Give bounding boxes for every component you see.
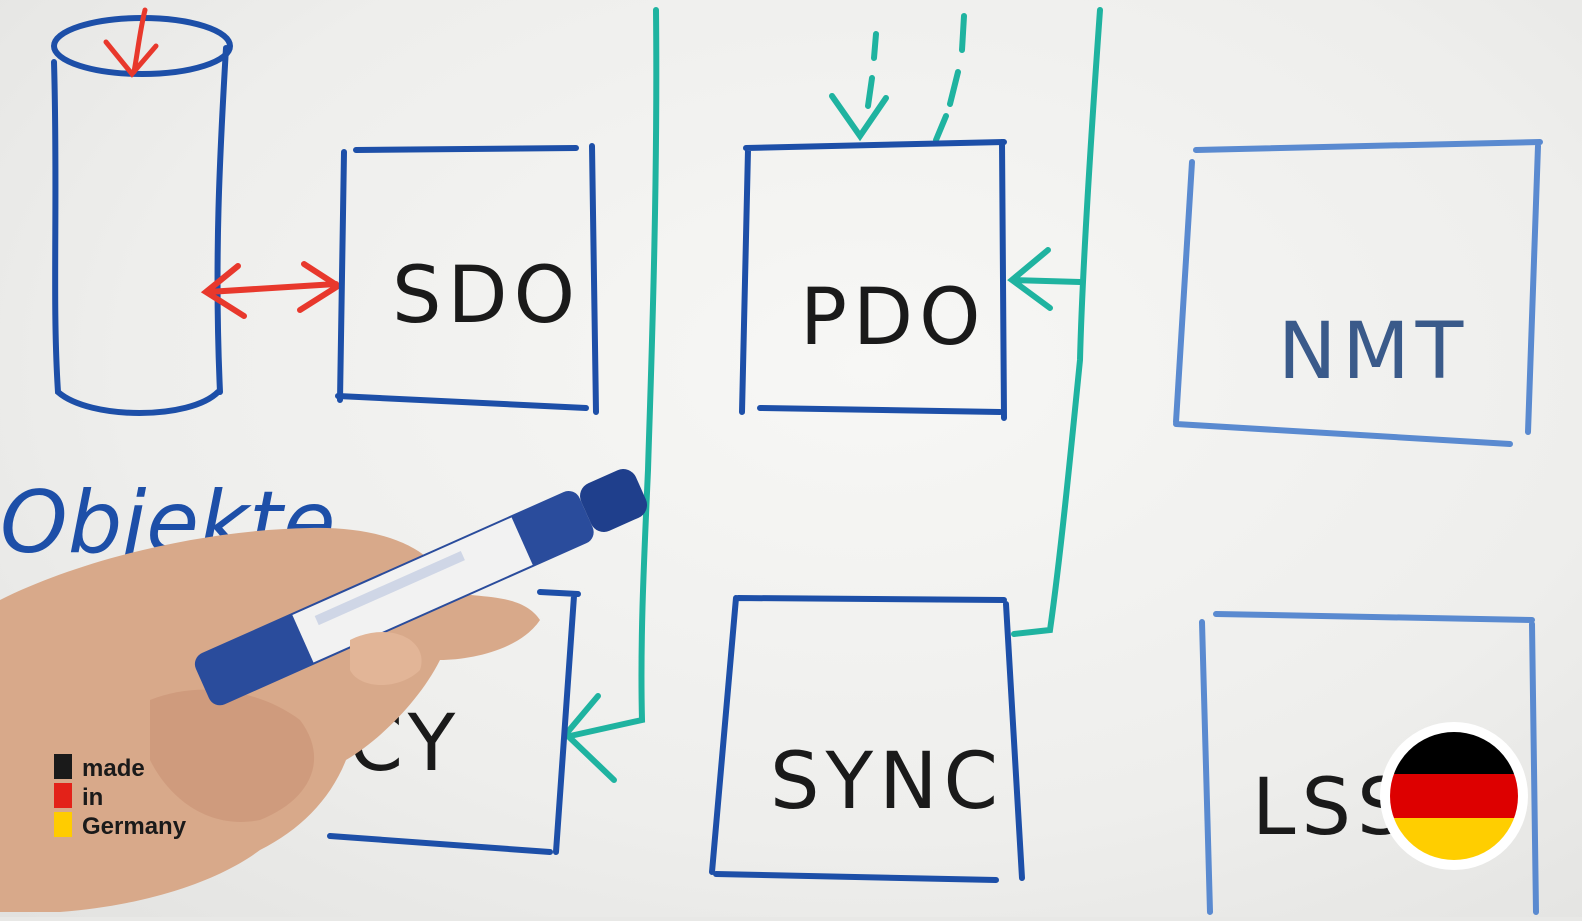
lss-label: LSS [1252, 763, 1412, 853]
nmt-label: NMT [1278, 307, 1469, 397]
lss-box [1199, 611, 1539, 915]
input-arrow-red [103, 7, 159, 78]
badge-swatch-red [54, 783, 72, 808]
teal-dashed-input-1 [829, 31, 889, 142]
double-arrow-red [200, 261, 344, 319]
badge-line-made: made [82, 755, 145, 782]
teal-bus-line-left [567, 7, 660, 739]
nmt-box [1173, 139, 1543, 447]
hand-with-marker [0, 469, 648, 912]
made-in-germany-badge: made in Germany [82, 754, 186, 841]
sdo-label: SDO [392, 251, 581, 341]
german-flag-icon [1380, 722, 1528, 870]
teal-bus-line-right [1011, 7, 1103, 637]
sync-label: SYNC [770, 737, 1004, 827]
sync-box [709, 595, 1025, 883]
teal-arrow-emcy [561, 693, 617, 783]
object-dictionary-cylinder [51, 15, 233, 416]
sdo-box [335, 143, 599, 415]
badge-line-germany: Germany [82, 813, 187, 840]
pdo-box [739, 139, 1007, 421]
badge-swatch-gold [54, 812, 72, 837]
teal-dashed-input-2 [933, 13, 967, 143]
badge-swatch-black [54, 754, 72, 779]
pdo-label: PDO [800, 273, 987, 363]
emcy-box [327, 589, 581, 855]
badge-line-in: in [82, 784, 104, 811]
teal-arrow-pdo [1007, 247, 1083, 311]
